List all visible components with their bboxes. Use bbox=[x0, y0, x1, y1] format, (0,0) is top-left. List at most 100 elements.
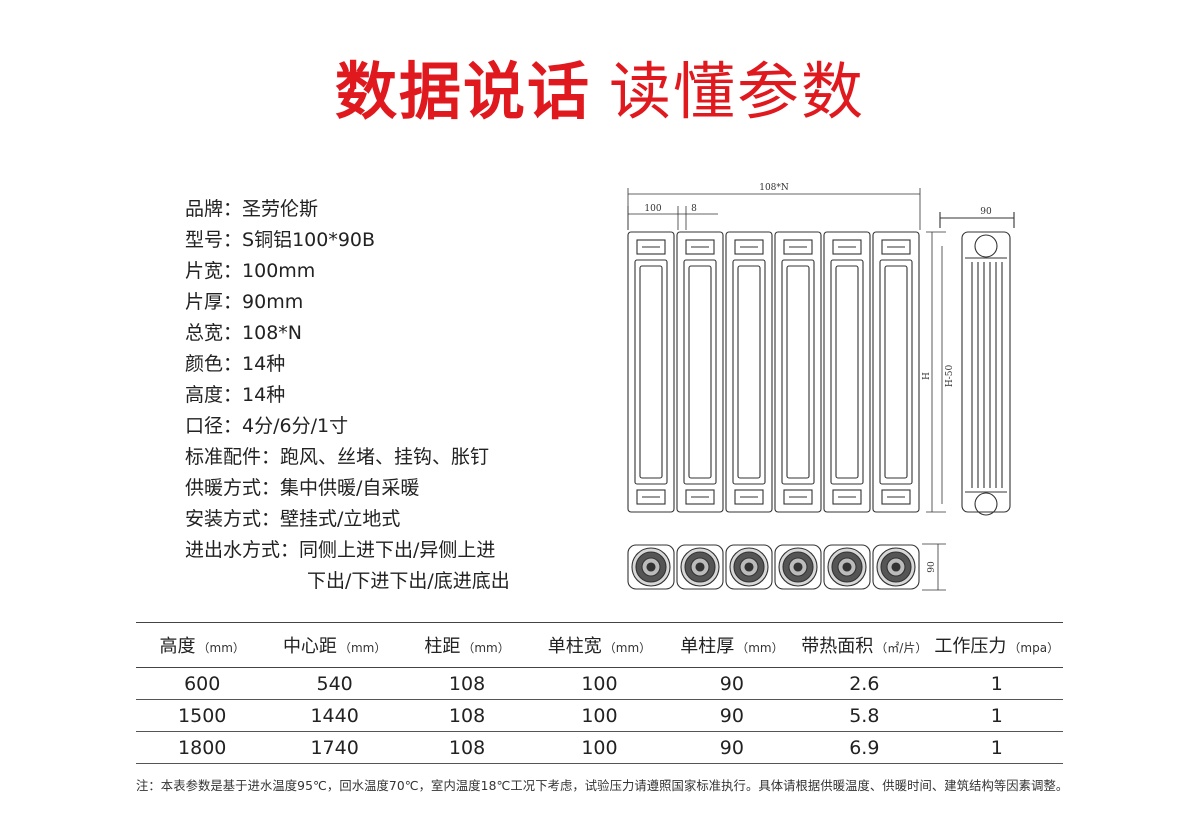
radiator-column-bottom bbox=[676, 544, 724, 590]
table-cell: 100 bbox=[581, 736, 618, 759]
title-part-1: 数据说话 bbox=[334, 55, 591, 128]
table-cell: 90 bbox=[719, 704, 744, 727]
spec-value: 同侧上进下出/异侧上进 bbox=[299, 539, 496, 561]
spec-row-installation: 安装方式：壁挂式/立地式 bbox=[185, 504, 510, 535]
radiator-column-bottom bbox=[725, 544, 773, 590]
radiator-column bbox=[725, 231, 773, 513]
spec-value: 集中供暖/自采暖 bbox=[280, 477, 420, 499]
spec-row-height: 高度：14种 bbox=[185, 380, 510, 411]
table-cell: 1500 bbox=[178, 704, 227, 727]
table-cell: 90 bbox=[719, 736, 744, 759]
spec-key: 高度： bbox=[185, 384, 243, 406]
spec-key: 型号： bbox=[185, 229, 243, 251]
spec-value: 14种 bbox=[242, 384, 286, 406]
spec-row-accessories: 标准配件：跑风、丝堵、挂钩、胀钉 bbox=[185, 442, 510, 473]
col-header-heat-area: 带热面积（㎡/片） bbox=[801, 636, 928, 657]
table-header-row: 高度（mm） 中心距（mm） 柱距（mm） 单柱宽（mm） 单柱厚（mm） 带热… bbox=[136, 622, 1063, 668]
spec-key: 标准配件： bbox=[185, 446, 281, 468]
dim-total-width: 108*N bbox=[759, 183, 789, 193]
spec-value: 14种 bbox=[242, 353, 286, 375]
spec-key: 安装方式： bbox=[185, 508, 281, 530]
spec-key: 片宽： bbox=[185, 260, 243, 282]
radiator-column-bottom bbox=[872, 544, 920, 590]
radiator-column bbox=[676, 231, 724, 513]
radiator-column bbox=[774, 231, 822, 513]
dim-gap: 8 bbox=[691, 204, 697, 214]
spec-value: 108*N bbox=[242, 322, 302, 344]
radiator-column-bottom bbox=[823, 544, 871, 590]
spec-row-piece-thickness: 片厚：90mm bbox=[185, 287, 510, 318]
spec-row-heating-method: 供暖方式：集中供暖/自采暖 bbox=[185, 473, 510, 504]
table-cell: 5.8 bbox=[849, 704, 880, 727]
table-cell: 90 bbox=[719, 672, 744, 695]
page-title: 数据说话读懂参数 bbox=[0, 52, 1200, 132]
spec-value: 90mm bbox=[242, 291, 304, 313]
radiator-front-view bbox=[627, 231, 920, 513]
spec-row-brand: 品牌：圣劳伦斯 bbox=[185, 194, 510, 225]
spec-value: 100mm bbox=[242, 260, 316, 282]
table-row: 600 540 108 100 90 2.6 1 bbox=[136, 668, 1063, 700]
radiator-side-view bbox=[926, 212, 1015, 516]
table-cell: 1740 bbox=[310, 736, 359, 759]
dim-column-width: 100 bbox=[644, 204, 661, 214]
spec-row-caliber: 口径：4分/6分/1寸 bbox=[185, 411, 510, 442]
table-cell: 100 bbox=[581, 672, 618, 695]
spec-row-piece-width: 片宽：100mm bbox=[185, 256, 510, 287]
radiator-column bbox=[627, 231, 675, 513]
footnote: 注：本表参数是基于进水温度95℃，回水温度70℃，室内温度18℃工况下考虑，试验… bbox=[136, 779, 1069, 793]
radiator-column bbox=[823, 231, 871, 513]
spec-value: 壁挂式/立地式 bbox=[280, 508, 401, 530]
spec-row-inlet-outlet: 进出水方式：同侧上进下出/异侧上进 bbox=[185, 535, 510, 566]
table-cell: 100 bbox=[581, 704, 618, 727]
table-cell: 540 bbox=[316, 672, 353, 695]
col-header-working-pressure: 工作压力（mpa） bbox=[934, 636, 1060, 657]
spec-value: 圣劳伦斯 bbox=[242, 198, 319, 220]
spec-key: 口径： bbox=[185, 415, 243, 437]
table-cell: 2.6 bbox=[849, 672, 880, 695]
col-header-height: 高度（mm） bbox=[159, 636, 245, 657]
front-view-dimensions bbox=[627, 188, 921, 230]
radiator-technical-drawing: 108*N 100 8 90 H H-50 90 bbox=[627, 183, 1015, 591]
radiator-column-bottom bbox=[774, 544, 822, 590]
col-header-center-distance: 中心距（mm） bbox=[282, 636, 387, 657]
spec-key: 片厚： bbox=[185, 291, 243, 313]
spec-list: 品牌：圣劳伦斯 型号：S铜铝100*90B 片宽：100mm 片厚：90mm 总… bbox=[185, 194, 510, 597]
dim-center-distance: H-50 bbox=[945, 365, 955, 388]
dim-side-depth: 90 bbox=[980, 207, 992, 217]
bottom-view-dimension bbox=[922, 543, 946, 591]
table-cell: 1 bbox=[990, 704, 1003, 727]
radiator-column bbox=[872, 231, 920, 513]
spec-key: 进出水方式： bbox=[185, 539, 300, 561]
spec-row-total-width: 总宽：108*N bbox=[185, 318, 510, 349]
col-header-column-width: 单柱宽（mm） bbox=[547, 636, 652, 657]
spec-row-colors: 颜色：14种 bbox=[185, 349, 510, 380]
spec-value: 跑风、丝堵、挂钩、胀钉 bbox=[280, 446, 490, 468]
parameter-table: 高度（mm） 中心距（mm） 柱距（mm） 单柱宽（mm） 单柱厚（mm） 带热… bbox=[136, 622, 1063, 764]
spec-value: S铜铝100*90B bbox=[242, 229, 376, 251]
table-cell: 6.9 bbox=[849, 736, 880, 759]
col-header-column-thickness: 单柱厚（mm） bbox=[680, 636, 784, 657]
table-cell: 108 bbox=[448, 736, 486, 759]
spec-key: 总宽： bbox=[185, 322, 243, 344]
radiator-bottom-view bbox=[627, 544, 920, 590]
radiator-column-bottom bbox=[627, 544, 675, 590]
spec-value: 4分/6分/1寸 bbox=[242, 415, 349, 437]
dim-height: H bbox=[922, 372, 932, 380]
dim-bottom-depth: 90 bbox=[927, 561, 937, 573]
table-cell: 1800 bbox=[178, 736, 227, 759]
title-part-2: 读懂参数 bbox=[609, 55, 866, 128]
spec-row-inlet-outlet-continued: 下出/下进下出/底进底出 bbox=[307, 570, 510, 592]
spec-key: 供暖方式： bbox=[185, 477, 281, 499]
table-cell: 1440 bbox=[310, 704, 359, 727]
spec-row-model: 型号：S铜铝100*90B bbox=[185, 225, 510, 256]
table-cell: 1 bbox=[990, 736, 1003, 759]
table-cell: 108 bbox=[448, 672, 486, 695]
col-header-column-spacing: 柱距（mm） bbox=[424, 636, 510, 657]
table-row: 1800 1740 108 100 90 6.9 1 bbox=[136, 732, 1063, 764]
table-cell: 1 bbox=[990, 672, 1003, 695]
table-row: 1500 1440 108 100 90 5.8 1 bbox=[136, 700, 1063, 732]
table-cell: 108 bbox=[448, 704, 486, 727]
spec-key: 品牌： bbox=[185, 198, 243, 220]
table-cell: 600 bbox=[184, 672, 221, 695]
spec-key: 颜色： bbox=[185, 353, 243, 375]
